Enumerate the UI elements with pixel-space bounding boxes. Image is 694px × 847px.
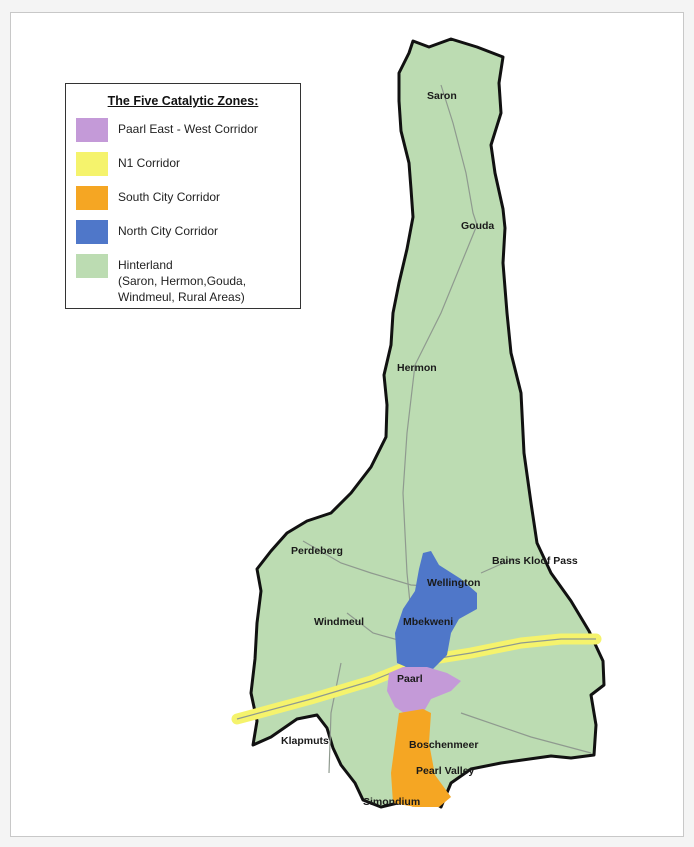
town-labels: Saron Gouda Hermon Perdeberg Bains Kloof… (281, 90, 578, 808)
legend-swatch-north-city (76, 220, 108, 244)
legend-label: North City Corridor (118, 224, 219, 238)
n1-road-line (236, 638, 596, 720)
town-label-bains-kloof-pass: Bains Kloof Pass (492, 555, 578, 567)
legend-label: Hinterland (Saron, Hermon,Gouda, Windmeu… (118, 258, 247, 304)
legend-swatch-south-city (76, 186, 108, 210)
legend-item-north-city: North City Corridor (76, 220, 290, 244)
town-label-pearl-valley: Pearl Valley (416, 765, 475, 777)
town-label-paarl: Paarl (397, 673, 423, 685)
town-label-boschenmeer: Boschenmeer (409, 739, 478, 751)
town-label-klapmuts: Klapmuts (281, 735, 329, 747)
south-city-corridor-zone (391, 709, 451, 807)
town-label-hermon: Hermon (397, 362, 437, 374)
map-frame: Saron Gouda Hermon Perdeberg Bains Kloof… (10, 12, 684, 837)
road-klapmuts-south (328, 662, 342, 774)
town-label-windmeul: Windmeul (314, 616, 364, 628)
town-label-saron: Saron (427, 90, 457, 102)
legend-title: The Five Catalytic Zones: (107, 94, 259, 108)
town-label-simondium: Simondium (363, 796, 420, 808)
road-saron-gouda (440, 84, 478, 226)
legend-swatch-n1 (76, 152, 108, 176)
legend-item-south-city: South City Corridor (76, 186, 290, 210)
legend-swatch-hinterland (76, 254, 108, 278)
legend-item-n1: N1 Corridor (76, 152, 290, 176)
town-label-wellington: Wellington (427, 577, 480, 589)
north-city-corridor-zone (395, 551, 477, 669)
town-label-gouda: Gouda (461, 220, 494, 232)
town-label-mbekweni: Mbekweni (403, 616, 453, 628)
legend-item-hinterland: Hinterland (Saron, Hermon,Gouda, Windmeu… (76, 254, 290, 305)
legend-swatch-paarl-east-west (76, 118, 108, 142)
map-legend: The Five Catalytic Zones: Paarl East - W… (65, 83, 301, 309)
legend-item-paarl-east-west: Paarl East - West Corridor (76, 118, 290, 142)
road-bains-kloof (480, 558, 516, 574)
road-east (460, 712, 592, 754)
legend-label: Paarl East - West Corridor (118, 122, 258, 136)
paarl-east-west-corridor-zone (387, 667, 461, 715)
municipality-map: Saron Gouda Hermon Perdeberg Bains Kloof… (231, 37, 606, 809)
town-label-perdeberg: Perdeberg (291, 545, 343, 557)
legend-label: South City Corridor (118, 190, 221, 204)
legend-label: N1 Corridor (118, 156, 181, 170)
